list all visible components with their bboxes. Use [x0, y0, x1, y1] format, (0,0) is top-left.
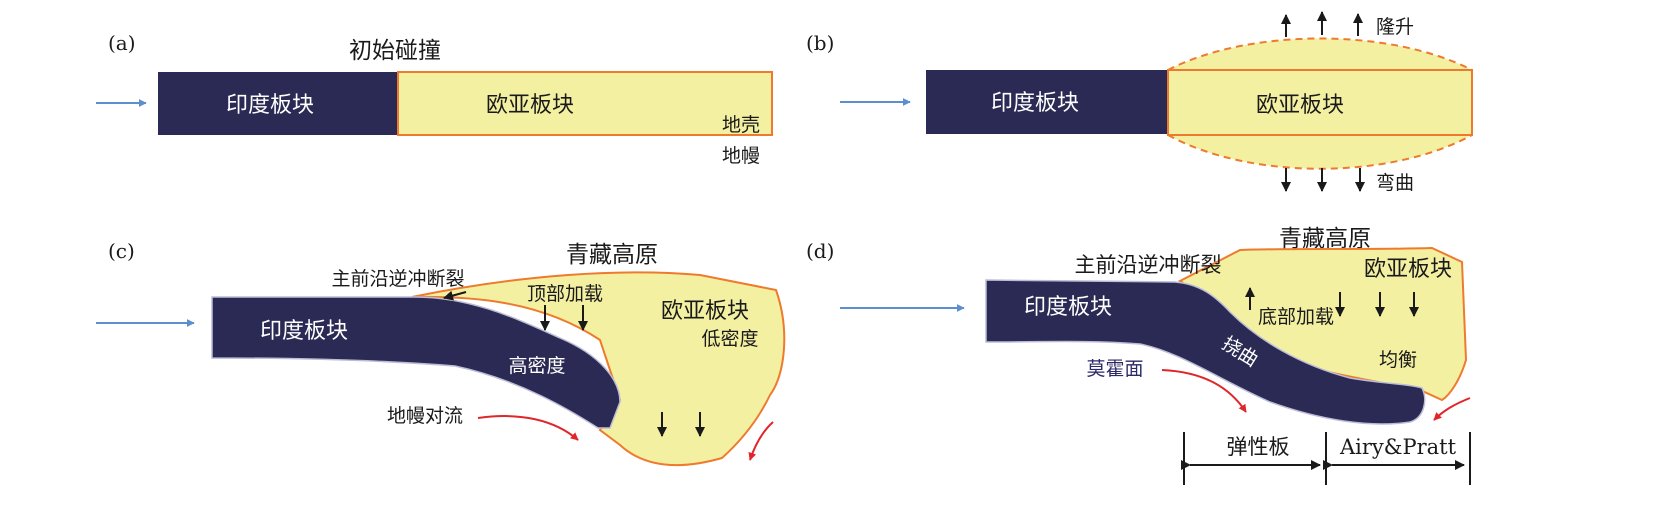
india-label-d: 印度板块 — [1024, 295, 1112, 320]
bottom-load-label: 底部加载 — [1258, 306, 1334, 328]
convection-arrow-d-left — [1161, 369, 1247, 413]
eurasia-label-a: 欧亚板块 — [486, 93, 574, 118]
eurasia-label-d: 欧亚板块 — [1364, 257, 1452, 282]
panel-a-tag: (a) — [108, 31, 136, 55]
mantle-label: 地幔 — [722, 145, 760, 167]
panel-a-title: 初始碰撞 — [349, 38, 441, 64]
bulge-fill-b — [1168, 38, 1472, 169]
high-density-label: 高密度 — [508, 355, 565, 377]
panel-b: (b) 印度板块 欧亚板块 隆升 弯曲 — [806, 11, 1473, 194]
panel-b-tag: (b) — [806, 31, 834, 55]
thrust-label-c: 主前沿逆冲断裂 — [331, 268, 464, 290]
bulge-bottom-dashed — [1167, 134, 1473, 170]
india-slab-c — [211, 296, 621, 429]
isostasy-label: 均衡 — [1379, 349, 1417, 371]
eurasia-label-c: 欧亚板块 — [661, 299, 749, 324]
thrust-arrow-c — [443, 290, 467, 301]
uplift-label: 隆升 — [1376, 16, 1414, 38]
airy-label: Airy&Pratt — [1339, 435, 1457, 459]
eurasia-plate-a — [397, 71, 773, 136]
thrust-label-d: 主前沿逆冲断裂 — [1075, 253, 1222, 277]
top-load-label: 顶部加载 — [527, 283, 603, 305]
india-slab-d — [985, 279, 1426, 425]
convection-arrow-left — [477, 415, 579, 441]
low-density-label: 低密度 — [701, 328, 758, 350]
convection-arrow-right — [748, 421, 774, 461]
panel-c: (c) 青藏高原 主前沿逆冲断裂 顶部加载 印度板块 高密度 欧亚板块 低密度 … — [96, 239, 786, 467]
bulge-top-dashed — [1167, 37, 1473, 71]
elastic-label: 弹性板 — [1227, 435, 1290, 459]
elastic-label-bg — [1220, 436, 1296, 460]
panel-a: (a) 初始碰撞 印度板块 欧亚板块 地壳 地幔 — [96, 31, 773, 167]
india-label-a: 印度板块 — [226, 93, 314, 118]
panel-c-tag: (c) — [108, 239, 135, 263]
convection-label: 地幔对流 — [387, 405, 463, 427]
panel-d-title: 青藏高原 — [1279, 226, 1371, 252]
panel-d-tag: (d) — [806, 239, 834, 263]
bending-label: 弯曲 — [1376, 172, 1414, 194]
moho-label: 莫霍面 — [1086, 358, 1143, 380]
india-label-c: 印度板块 — [260, 319, 348, 344]
india-plate-a — [158, 72, 398, 135]
convection-arrow-d-right — [1433, 397, 1471, 421]
india-plate-b — [926, 70, 1168, 134]
eurasia-label-b: 欧亚板块 — [1256, 93, 1344, 118]
eurasia-plate-c — [411, 271, 786, 467]
eurasia-plate-b — [1167, 69, 1473, 136]
crust-label: 地壳 — [722, 114, 760, 136]
panel-c-title: 青藏高原 — [566, 242, 658, 268]
panel-d: (d) 青藏高原 主前沿逆冲断裂 印度板块 欧亚板块 底部加载 挠曲 均衡 莫霍… — [806, 226, 1471, 485]
india-label-b: 印度板块 — [991, 91, 1079, 116]
